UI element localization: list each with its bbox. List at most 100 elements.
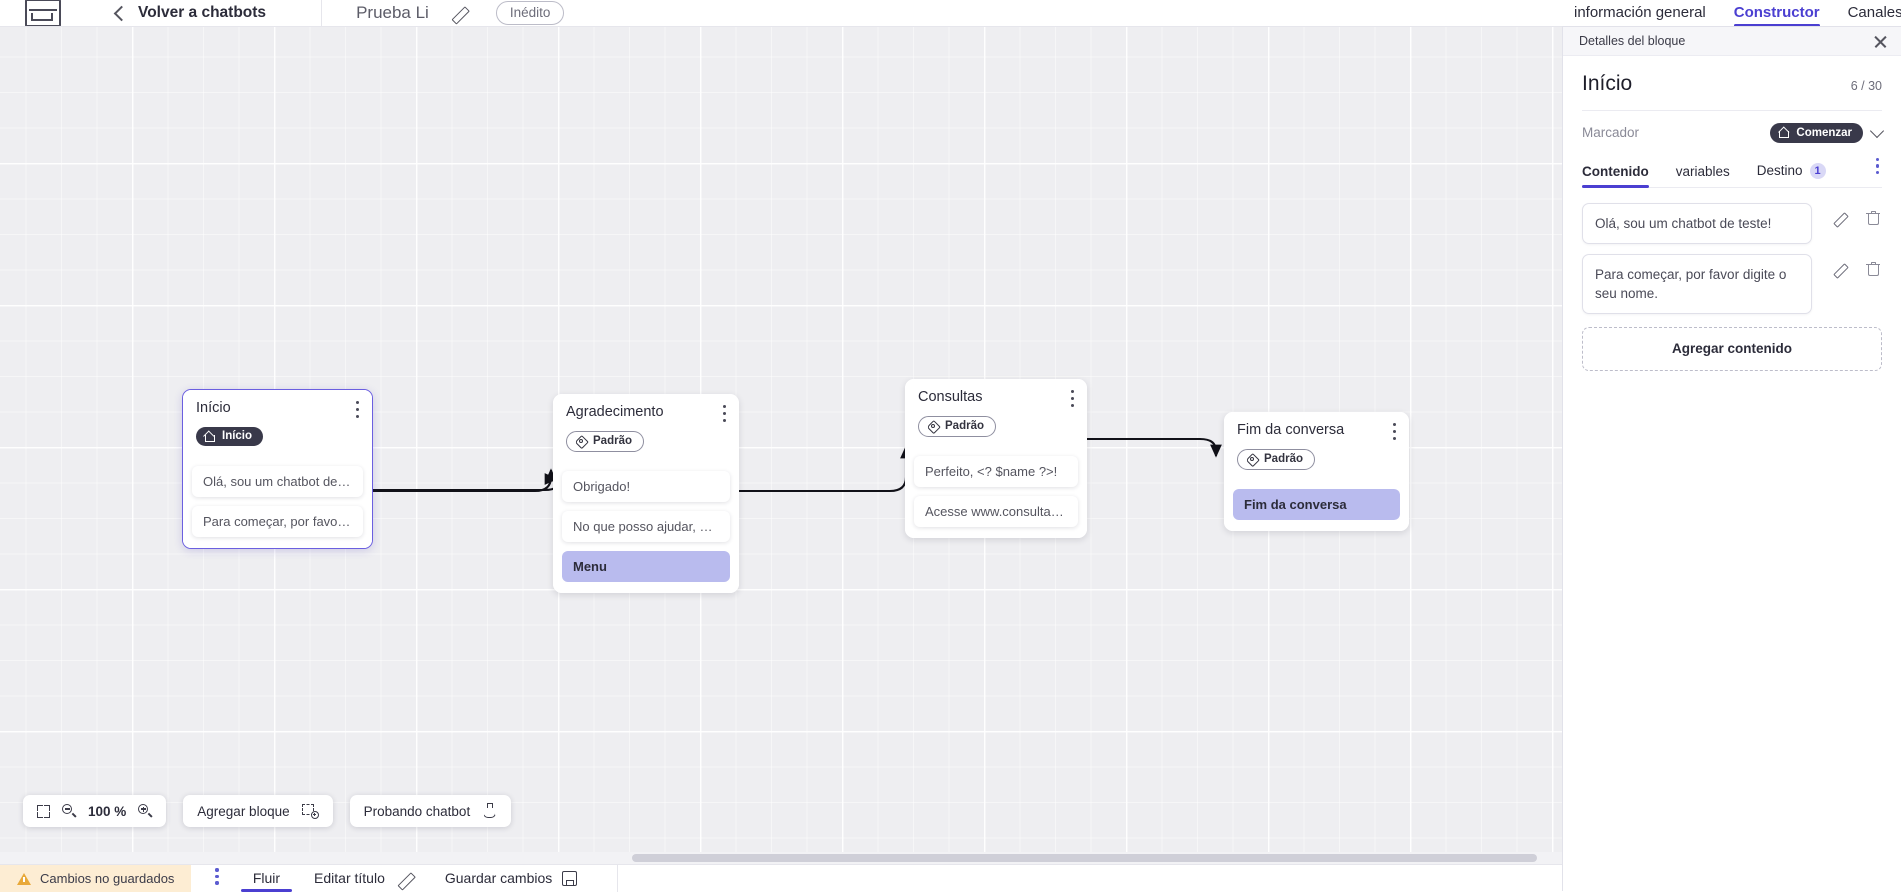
panel-header: Detalles del bloque <box>1563 27 1901 56</box>
node-tag-label: Início <box>222 430 253 443</box>
bottom-status-bar: Cambios no guardados Fluir Editar título… <box>0 864 1562 892</box>
panel-header-title: Detalles del bloque <box>1579 34 1686 48</box>
panel-block-title: Início <box>1582 72 1633 95</box>
panel-block-count: 6 / 30 <box>1850 79 1882 93</box>
flow-node-agradecimento[interactable]: Agradecimento Padrão Obrigado! No que po… <box>553 394 739 594</box>
trash-icon[interactable] <box>1866 210 1880 226</box>
publish-status-badge[interactable]: Inédito <box>495 1 565 25</box>
panel-marker-label: Marcador <box>1582 125 1640 141</box>
node-header: Agradecimento Padrão <box>553 394 739 463</box>
home-icon <box>1779 127 1790 138</box>
statusbar-edit-title-button[interactable]: Editar título <box>314 865 411 892</box>
panel-tab-contenido[interactable]: Contenido <box>1582 164 1649 188</box>
content-text-field[interactable]: Olá, sou um chatbot de teste! <box>1582 202 1812 244</box>
tab-canales[interactable]: Canales <box>1847 4 1901 21</box>
statusbar-edit-title-label: Editar título <box>314 870 385 886</box>
block-details-panel: Detalles del bloque Início 6 / 30 Marcad… <box>1562 27 1901 891</box>
node-body: Fim da conversa <box>1224 489 1409 532</box>
edit-title-pencil-icon[interactable] <box>449 4 468 23</box>
node-tag-padrao[interactable]: Padrão <box>566 430 644 453</box>
tab-informacion-general[interactable]: información general <box>1574 4 1706 21</box>
panel-overflow-menu-button[interactable] <box>1876 157 1880 178</box>
node-tag-label: Padrão <box>1264 453 1303 466</box>
tag-icon <box>928 421 939 432</box>
node-tag-inicio[interactable]: Início <box>196 426 264 447</box>
test-chatbot-button[interactable]: Probando chatbot <box>349 795 512 827</box>
node-message[interactable]: Olá, sou um chatbot de teste! <box>192 465 363 497</box>
node-tag-label: Padrão <box>593 435 632 448</box>
node-header: Fim da conversa Padrão <box>1224 412 1409 481</box>
panel-tab-variables[interactable]: variables <box>1676 164 1730 187</box>
panel-tabs: Contenido variables Destino 1 <box>1582 154 1882 188</box>
flow-node-inicio[interactable]: Início Início Olá, sou um chatbot de tes… <box>182 389 373 549</box>
bot-title: Prueba Li <box>356 3 429 22</box>
pencil-icon[interactable] <box>1832 211 1847 226</box>
node-message[interactable]: Para começar, por favor digite o ... <box>192 505 363 537</box>
node-title: Consultas <box>918 389 983 405</box>
chevron-down-icon[interactable] <box>1869 123 1885 138</box>
node-message[interactable]: Perfeito, <? $name ?>! <box>914 456 1078 488</box>
trash-icon[interactable] <box>1866 261 1880 277</box>
zoom-in-icon[interactable] <box>138 804 152 818</box>
node-menu-button[interactable] <box>1071 390 1075 410</box>
add-block-label: Agregar bloque <box>197 803 290 819</box>
canvas-horizontal-scrollbar[interactable] <box>0 852 1562 864</box>
panel-tab-destino-badge: 1 <box>1809 162 1826 179</box>
flow-node-fim-da-conversa[interactable]: Fim da conversa Padrão Fim da conversa <box>1224 412 1409 532</box>
node-title: Fim da conversa <box>1237 422 1345 438</box>
add-content-button[interactable]: Agregar contenido <box>1582 326 1882 371</box>
unsaved-changes-label: Cambios no guardados <box>40 870 175 886</box>
statusbar-overflow-menu-button[interactable] <box>215 868 219 887</box>
panel-title-row: Início 6 / 30 <box>1582 56 1882 111</box>
flow-canvas[interactable]: Início Início Olá, sou um chatbot de tes… <box>0 27 1562 864</box>
back-to-chatbots-button[interactable]: Volver a chatbots <box>113 4 267 22</box>
zoom-out-icon[interactable] <box>62 804 76 818</box>
content-text-field[interactable]: Para começar, por favor digite o seu nom… <box>1582 253 1812 314</box>
tag-icon <box>1247 454 1258 465</box>
unsaved-changes-badge: Cambios no guardados <box>0 864 192 892</box>
panel-tab-destino[interactable]: Destino 1 <box>1757 162 1826 187</box>
marker-value-chip[interactable]: Comenzar <box>1770 123 1863 143</box>
node-tag-padrao[interactable]: Padrão <box>1237 448 1315 471</box>
flask-icon <box>482 803 497 819</box>
tag-icon <box>576 436 587 447</box>
node-title: Agradecimento <box>566 404 664 420</box>
content-row: Olá, sou um chatbot de teste! <box>1582 202 1882 244</box>
fit-screen-icon[interactable] <box>37 804 50 818</box>
close-icon[interactable] <box>1873 34 1888 49</box>
pencil-icon <box>395 870 411 886</box>
statusbar-save-changes-button[interactable]: Guardar cambios <box>444 865 578 892</box>
scrollbar-thumb[interactable] <box>632 854 1537 862</box>
node-tag-label: Padrão <box>945 420 984 433</box>
header-divider <box>321 0 323 26</box>
statusbar-tab-fluir[interactable]: Fluir <box>240 865 293 892</box>
node-message[interactable]: No que posso ajudar, <? $name ... <box>562 511 730 543</box>
node-message-menu[interactable]: Menu <box>562 551 730 583</box>
node-menu-button[interactable] <box>356 401 360 421</box>
node-message-menu[interactable]: Fim da conversa <box>1233 489 1400 521</box>
node-body: Obrigado! No que posso ajudar, <? $name … <box>553 471 739 594</box>
node-header: Início Início <box>183 390 372 457</box>
pencil-icon[interactable] <box>1832 262 1847 277</box>
node-body: Perfeito, <? $name ?>! Acesse www.consul… <box>905 456 1087 539</box>
add-block-button[interactable]: Agregar bloque <box>183 795 333 827</box>
back-label: Volver a chatbots <box>138 4 267 21</box>
tab-constructor[interactable]: Constructor <box>1733 4 1820 26</box>
statusbar-divider <box>617 864 619 892</box>
home-icon <box>205 431 216 442</box>
canvas-toolbar: 100 % Agregar bloque Probando chatbot <box>23 795 512 827</box>
node-menu-button[interactable] <box>1393 423 1397 443</box>
node-menu-button[interactable] <box>723 405 727 425</box>
zoom-controls: 100 % <box>23 795 167 827</box>
content-row-actions <box>1812 203 1882 226</box>
panel-tab-label: variables <box>1675 163 1730 179</box>
node-message[interactable]: Obrigado! <box>562 471 730 503</box>
panel-marker-control: Comenzar <box>1770 123 1885 143</box>
node-tag-padrao[interactable]: Padrão <box>918 415 996 438</box>
statusbar-save-label: Guardar cambios <box>444 870 553 886</box>
node-header: Consultas Padrão <box>905 379 1087 448</box>
node-message[interactable]: Acesse www.consultas.com par... <box>914 496 1078 528</box>
flow-node-consultas[interactable]: Consultas Padrão Perfeito, <? $name ?>! … <box>905 379 1087 539</box>
node-body: Olá, sou um chatbot de teste! Para começ… <box>183 465 372 548</box>
